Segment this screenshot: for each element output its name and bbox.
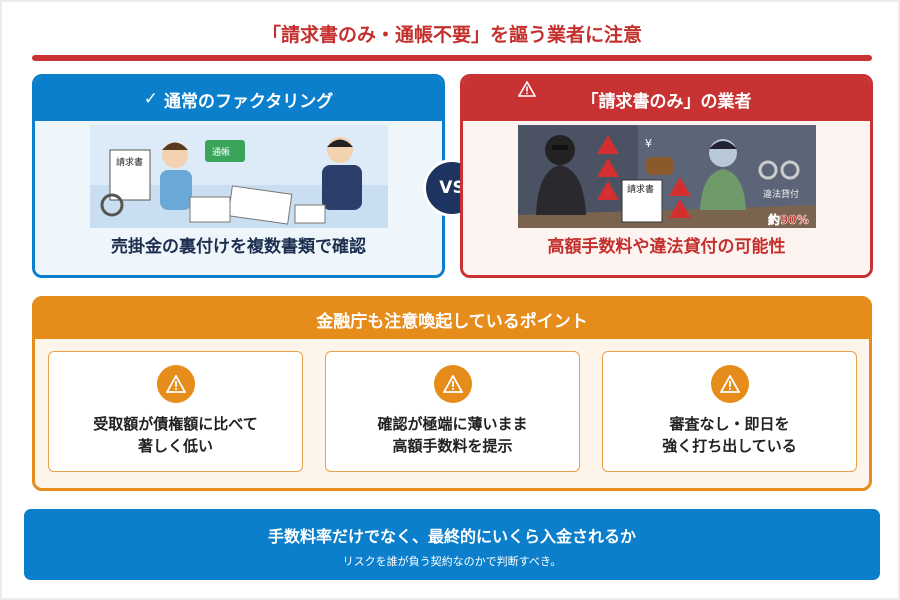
point-text-line2: 著しく低い [137,437,213,455]
invoice-label: 請求書 [627,183,654,195]
magnifier-icon [100,193,124,217]
invoice-only-caption: 高額手数料や違法貸付の可能性 [547,237,786,257]
point-text-line2: 高額手数料を提示 [392,437,513,455]
illegal-lending-label: 違法貸付 [763,188,799,200]
fsa-warning-points: 金融庁も注意喚起しているポイント 受取額が債権額に比べて著しく低い 確認が極端に… [32,296,872,491]
warning-icon [433,365,472,403]
page-title: 「請求書のみ・通帳不要」を謳う業者に注意 [261,24,642,46]
title-divider [32,55,872,61]
normal-factoring-illustration: 請求書 通帳 [90,125,388,228]
point-text-line1: 審査なし・即日を [669,415,790,433]
yen-label: ¥ [645,137,652,150]
invoice-only-illustration: ¥ 請求書 違法貸付 約90% [518,125,816,228]
passbook-label: 通帳 [212,146,230,158]
warning-icon [518,81,536,97]
point-text-line1: 確認が極端に薄いまま [377,415,528,433]
invoice-only-header: 「請求書のみ」の業者 [463,77,870,121]
warning-icon [710,365,749,403]
point-text-line1: 受取額が債権額に比べて [93,415,258,433]
point-card: 確認が極端に薄いまま高額手数料を提示 [325,351,580,472]
normal-factoring-card: ✓ 通常のファクタリング 請求書 通帳 売掛金の裏付けを複数書類で確認 [32,74,445,278]
check-icon: ✓ [143,89,158,109]
warning-triangles [597,135,691,218]
normal-factoring-header: ✓ 通常のファクタリング [35,77,442,121]
conclusion-banner: 手数料率だけでなく、最終的にいくら入金されるか リスクを誰が負う契約なのかで判断… [24,509,880,580]
invoice-label: 請求書 [116,156,143,168]
normal-factoring-title: 通常のファクタリング [163,91,334,112]
handcuffs-icon [758,160,778,180]
point-card: 受取額が債権額に比べて著しく低い [48,351,303,472]
point-card: 審査なし・即日を強く打ち出している [602,351,857,472]
warning-icon [156,365,195,403]
percent-label: 約90% [768,212,809,227]
invoice-only-card: 「請求書のみ」の業者 ¥ 請求書 違法貸付 約90% 高額手数料や違法貸付の可能… [460,74,873,278]
conclusion-sub: リスクを誰が負う契約なのかで判断すべき。 [342,555,562,568]
points-header: 金融庁も注意喚起しているポイント [35,299,869,339]
conclusion-main: 手数料率だけでなく、最終的にいくら入金されるか [267,527,636,546]
invoice-only-title: 「請求書のみ」の業者 [581,91,752,112]
normal-factoring-caption: 売掛金の裏付けを複数書類で確認 [111,237,366,257]
point-text-line2: 強く打ち出している [662,437,797,455]
